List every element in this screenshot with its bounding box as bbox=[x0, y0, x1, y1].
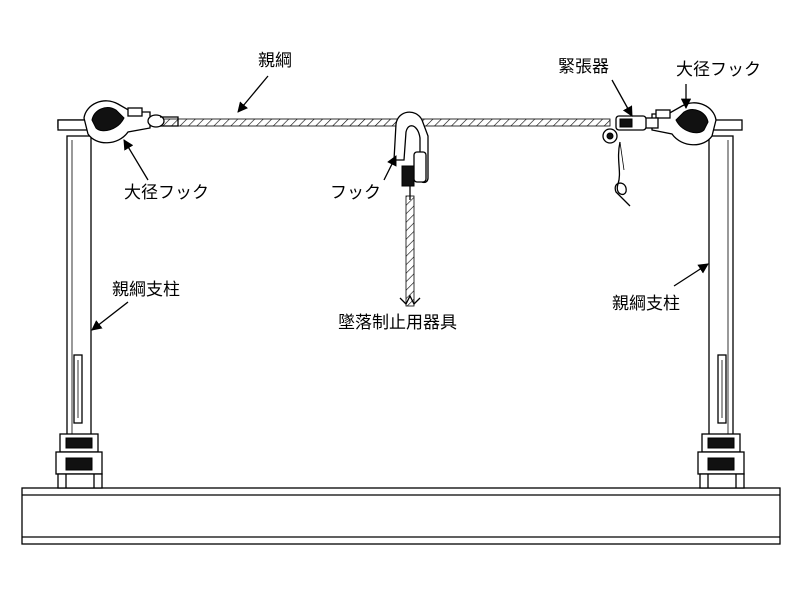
label-tensioner: 緊張器 bbox=[558, 57, 609, 77]
large-hook-left-icon bbox=[83, 100, 179, 144]
hook-center-icon bbox=[393, 111, 429, 200]
label-hook-center: フック bbox=[330, 183, 381, 203]
label-post-left: 親綱支柱 bbox=[112, 280, 180, 300]
label-fall-arrest: 墜落制止用器具 bbox=[338, 313, 457, 333]
label-main-rope: 親綱 bbox=[258, 51, 292, 71]
post-right-body bbox=[697, 119, 745, 489]
main-rope bbox=[149, 118, 611, 127]
large-hook-right-icon bbox=[643, 102, 717, 146]
label-large-hook-right: 大径フック bbox=[676, 60, 761, 80]
post-left-body bbox=[55, 119, 103, 489]
fall-arrest-lanyard bbox=[399, 195, 421, 307]
label-large-hook-left: 大径フック bbox=[124, 183, 209, 203]
label-post-right: 親綱支柱 bbox=[612, 294, 680, 314]
tensioner-icon bbox=[602, 115, 647, 207]
steel-beam bbox=[21, 487, 781, 545]
leader-arrows bbox=[91, 75, 709, 331]
